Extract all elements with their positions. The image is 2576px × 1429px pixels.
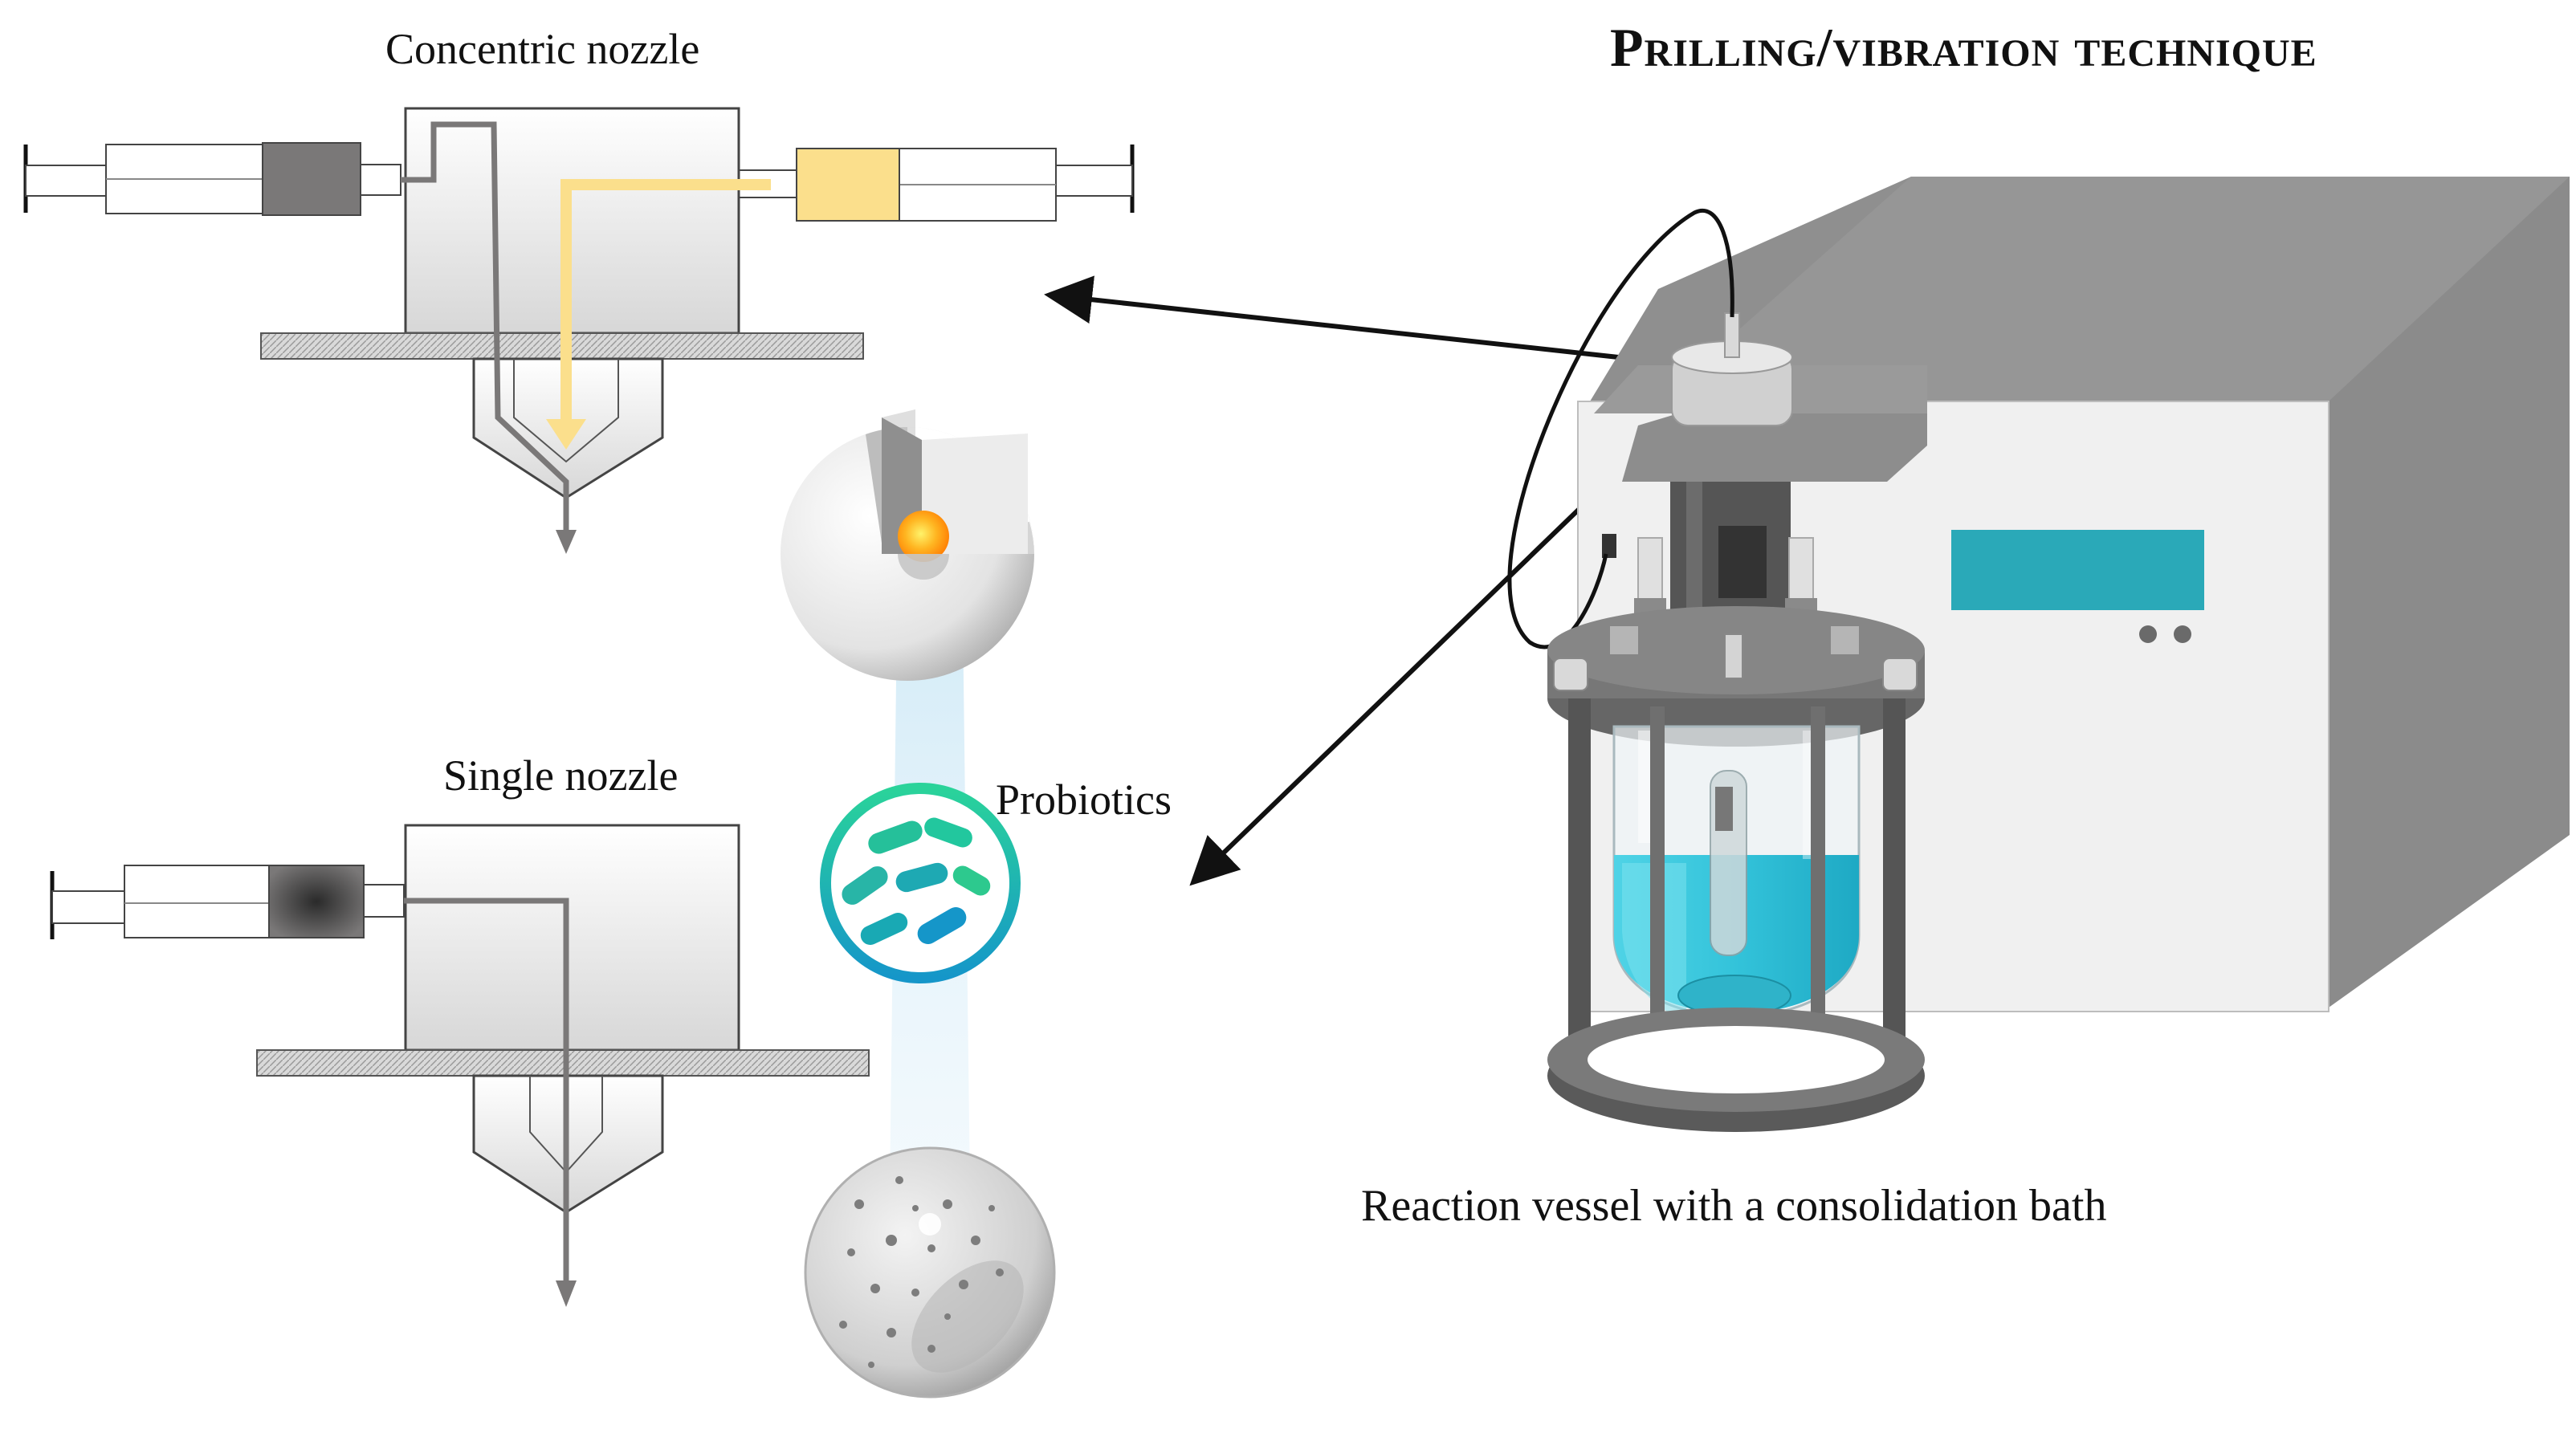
concentric-nozzle-assembly [23, 107, 1135, 554]
nozzle-housing [404, 107, 740, 335]
prilling-machine [1507, 177, 2570, 1132]
probiotics-icon [820, 783, 1021, 983]
shell-fluid-path [401, 121, 569, 534]
single-nozzle-assembly [50, 824, 870, 1307]
control-button-left [2139, 625, 2157, 643]
display-panel [1951, 530, 2204, 610]
capsule-core [898, 511, 949, 562]
alginate-bead [804, 1146, 1056, 1398]
reaction-vessel-label: Reaction vessel with a consolidation bat… [1361, 1181, 2107, 1231]
single-mounting-plate [256, 1049, 870, 1077]
diagram-title: Prilling/vibration technique [1610, 17, 2317, 78]
single-nozzle-label: Single nozzle [443, 751, 679, 800]
left-syringe-shell [23, 142, 401, 216]
probiotics-label: Probiotics [996, 776, 1172, 824]
right-syringe-core [722, 145, 1135, 222]
control-button-right [2174, 625, 2191, 643]
arrow-to-concentric [1044, 275, 1707, 369]
single-syringe [50, 865, 405, 939]
core-fluid-path [560, 179, 771, 421]
core-shell-capsule [781, 409, 1034, 681]
single-fluid-path [404, 898, 569, 1284]
concentric-nozzle-label: Concentric nozzle [385, 25, 700, 73]
single-nozzle-housing [404, 824, 740, 1052]
